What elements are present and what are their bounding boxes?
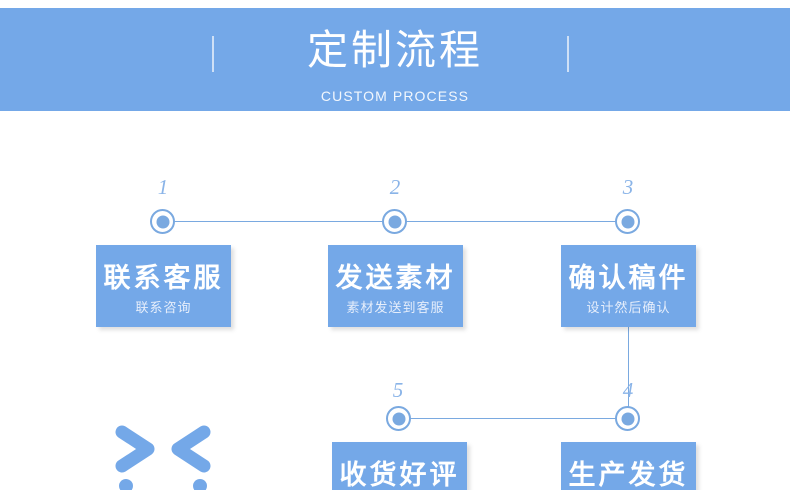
- step-number-4: 4: [622, 378, 634, 402]
- step-card-1[interactable]: 联系客服 联系咨询: [96, 245, 231, 327]
- step-node-1[interactable]: [150, 209, 175, 234]
- step-node-5[interactable]: [386, 406, 411, 431]
- step-title-3: 确认稿件: [568, 263, 689, 294]
- header-rule-left: [212, 36, 214, 72]
- step-title-5: 收货好评: [339, 460, 460, 490]
- step-number-5: 5: [392, 378, 404, 402]
- step-card-3[interactable]: 确认稿件 设计然后确认: [561, 245, 696, 327]
- step-subtitle-3: 设计然后确认: [586, 301, 671, 316]
- step-title-4: 生产发货: [568, 460, 689, 490]
- chevron-dot-right: [193, 479, 207, 490]
- decorative-chevrons: [110, 420, 230, 490]
- step-node-3[interactable]: [615, 209, 640, 234]
- step-card-4[interactable]: 生产发货: [561, 442, 696, 490]
- step-number-2: 2: [389, 175, 401, 199]
- step-card-2[interactable]: 发送素材 素材发送到客服: [328, 245, 463, 327]
- double-chevron-icon: [115, 425, 211, 490]
- header-rule-right: [567, 36, 569, 72]
- step-title-1: 联系客服: [103, 263, 224, 294]
- step-subtitle-2: 素材发送到客服: [346, 301, 445, 316]
- step-subtitle-1: 联系咨询: [135, 301, 192, 316]
- step-node-2[interactable]: [382, 209, 407, 234]
- chevron-dot-left: [119, 479, 133, 490]
- step-card-5[interactable]: 收货好评: [332, 442, 467, 490]
- step-number-1: 1: [157, 175, 169, 199]
- step-title-2: 发送素材: [335, 263, 456, 294]
- connector-step3-to-step4: [628, 327, 629, 419]
- page-subtitle: CUSTOM PROCESS: [320, 88, 470, 104]
- connector-step4-to-step5: [398, 418, 628, 419]
- step-node-4[interactable]: [615, 406, 640, 431]
- page-title: 定制流程: [307, 26, 483, 74]
- step-number-3: 3: [622, 175, 634, 199]
- header-banner: 定制流程 CUSTOM PROCESS: [0, 8, 790, 111]
